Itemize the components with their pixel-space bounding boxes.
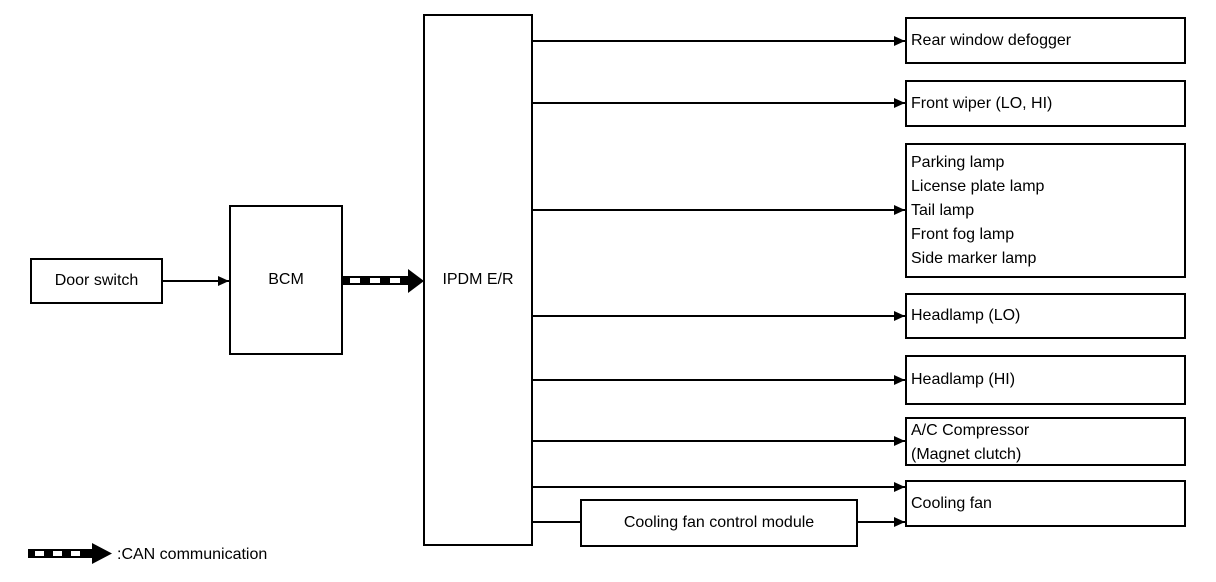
node-bcm: BCM xyxy=(229,205,343,355)
can-arrow-legend-icon xyxy=(28,543,112,564)
output-box-headlamp-lo: Headlamp (LO) xyxy=(905,293,1186,339)
output-box-front-wiper: Front wiper (LO, HI) xyxy=(905,80,1186,127)
output-label-rear-window-defogger: Rear window defogger xyxy=(911,31,1072,49)
output-box-ac-compressor: A/C Compressor (Magnet clutch) xyxy=(905,417,1186,466)
node-door-switch: Door switch xyxy=(30,258,163,304)
output-label-front-fog-lamp: Front fog lamp xyxy=(911,226,1015,243)
node-cooling-fan-control-module-label: Cooling fan control module xyxy=(623,514,815,532)
output-label-cooling-fan: Cooling fan xyxy=(911,494,992,512)
output-box-lamp-group: Parking lamp License plate lamp Tail lam… xyxy=(905,143,1186,278)
node-cooling-fan-control-module: Cooling fan control module xyxy=(580,499,858,547)
output-box-headlamp-hi: Headlamp (HI) xyxy=(905,355,1186,405)
node-ipdm-er-label: IPDM E/R xyxy=(442,271,514,289)
output-label-front-wiper: Front wiper (LO, HI) xyxy=(911,94,1053,112)
node-door-switch-label: Door switch xyxy=(54,272,139,290)
output-label-headlamp-hi: Headlamp (HI) xyxy=(911,371,1016,389)
node-ipdm-er: IPDM E/R xyxy=(423,14,533,546)
output-box-cooling-fan: Cooling fan xyxy=(905,480,1186,527)
output-label-side-marker-lamp: Side marker lamp xyxy=(911,250,1037,267)
output-label-parking-lamp: Parking lamp xyxy=(911,154,1005,171)
output-label-tail-lamp: Tail lamp xyxy=(911,202,975,219)
output-label-ac-compressor: A/C Compressor xyxy=(911,422,1030,439)
node-bcm-label: BCM xyxy=(268,271,304,289)
output-label-headlamp-lo: Headlamp (LO) xyxy=(911,307,1021,325)
can-communication-arrow xyxy=(343,269,424,293)
output-label-license-plate-lamp: License plate lamp xyxy=(911,178,1045,195)
legend-label: :CAN communication xyxy=(117,546,268,563)
output-label-magnet-clutch: (Magnet clutch) xyxy=(911,446,1022,463)
output-box-rear-window-defogger: Rear window defogger xyxy=(905,17,1186,64)
